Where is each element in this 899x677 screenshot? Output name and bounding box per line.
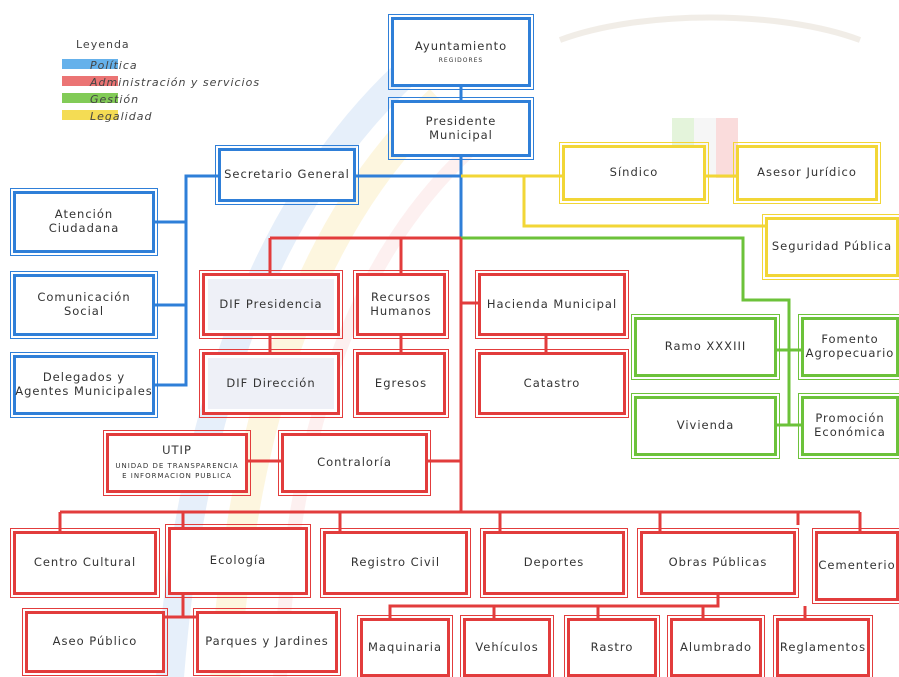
node-label: Fomento Agropecuario	[805, 332, 895, 360]
gestion-connectors	[461, 236, 801, 427]
node-obras-publicas: Obras Públicas	[637, 528, 799, 598]
node-catastro: Catastro	[475, 349, 629, 418]
node-label: Asesor Jurídico	[757, 165, 857, 180]
node-label: Ecología	[209, 553, 267, 568]
node-label: Catastro	[523, 375, 581, 390]
node-cementerio: Cementerio	[812, 528, 899, 604]
node-label: Delegados y Agentes Municipales	[15, 370, 153, 398]
node-maquinaria: Maquinaria	[357, 615, 453, 677]
legend-swatch	[62, 93, 118, 103]
legend-item-politica: Política	[62, 57, 246, 74]
legend-label: Gestión	[90, 93, 140, 106]
node-asesor-juridico: Asesor Jurídico	[733, 142, 881, 204]
legend-item-administracion: Administración y servicios	[62, 74, 259, 91]
node-label: DIF Dirección	[226, 375, 316, 390]
legend-swatch	[62, 76, 118, 86]
node-hacienda-municipal: Hacienda Municipal	[475, 270, 629, 339]
legend-label: Legalidad	[90, 110, 153, 123]
node-deportes: Deportes	[480, 528, 628, 598]
node-label: Recursos Humanos	[370, 289, 432, 318]
node-fomento-agropecuario: Fomento Agropecuario	[798, 314, 899, 380]
legalidad-connectors	[461, 174, 765, 228]
node-alumbrado: Alumbrado	[667, 615, 765, 677]
node-label: Vivienda	[676, 418, 735, 433]
node-label: Síndico	[609, 165, 659, 180]
node-label: UTIP	[162, 443, 192, 458]
node-aseo-publico: Aseo Público	[22, 608, 168, 676]
node-label: Aseo Público	[52, 634, 138, 649]
node-egresos: Egresos	[353, 349, 449, 418]
node-label: Comunicación Social	[37, 290, 131, 318]
node-label: Seguridad Pública	[771, 239, 893, 254]
legend-label: Política	[90, 59, 138, 72]
node-label: Cementerio	[818, 558, 896, 573]
node-presidente-municipal: Presidente Municipal	[388, 97, 534, 160]
node-seguridad-publica: Seguridad Pública	[762, 214, 899, 280]
node-label: Reglamentos	[779, 639, 867, 654]
node-secretario-general: Secretario General	[215, 145, 359, 205]
node-sublabel: UNIDAD DE TRANSPARENCIA E INFORMACION PU…	[115, 461, 239, 481]
node-label: Centro Cultural	[33, 555, 137, 570]
node-label: Secretario General	[224, 167, 350, 182]
node-label: Hacienda Municipal	[486, 296, 618, 311]
node-promocion-economica: Promoción Económica	[798, 393, 899, 459]
legend-label: Administración y servicios	[90, 76, 261, 89]
node-ecologia: Ecología	[165, 524, 311, 598]
node-label: Ramo XXXIII	[664, 339, 747, 354]
node-registro-civil: Registro Civil	[320, 528, 471, 598]
node-reglamentos: Reglamentos	[773, 615, 873, 677]
node-vivienda: Vivienda	[631, 393, 780, 459]
legend-swatch	[62, 110, 118, 120]
node-contraloria: Contraloría	[278, 430, 431, 496]
node-label: Ayuntamiento	[414, 39, 508, 53]
node-centro-cultural: Centro Cultural	[10, 528, 160, 598]
node-ayuntamiento: Ayuntamiento REGIDORES	[388, 14, 534, 90]
node-atencion-ciudadana: Atención Ciudadana	[10, 188, 158, 256]
node-dif-direccion: DIF Dirección	[199, 349, 343, 418]
node-label: Presidente Municipal	[425, 113, 497, 142]
node-sublabel: REGIDORES	[438, 56, 484, 64]
node-label: Registro Civil	[350, 555, 441, 570]
node-rastro: Rastro	[564, 615, 660, 677]
node-label: Alumbrado	[680, 639, 752, 654]
politica-connectors	[155, 87, 463, 387]
legend-item-legalidad: Legalidad	[62, 108, 246, 125]
node-vehiculos: Vehículos	[460, 615, 554, 677]
node-label: Obras Públicas	[668, 555, 768, 570]
node-label: Promoción Económica	[814, 411, 886, 439]
node-label: Maquinaria	[367, 639, 443, 654]
node-dif-presidencia: DIF Presidencia	[199, 270, 343, 339]
node-label: Parques y Jardines	[205, 634, 329, 649]
node-parques-jardines: Parques y Jardines	[193, 608, 341, 676]
node-delegados-agentes: Delegados y Agentes Municipales	[10, 352, 158, 418]
legend-swatch	[62, 59, 118, 69]
node-utip: UTIP UNIDAD DE TRANSPARENCIA E INFORMACI…	[103, 430, 251, 496]
legend-item-gestion: Gestión	[62, 91, 246, 108]
legend-title: Leyenda	[76, 38, 130, 51]
node-label: Atención Ciudadana	[48, 207, 120, 235]
node-label: Rastro	[590, 639, 634, 654]
node-recursos-humanos: Recursos Humanos	[353, 270, 449, 339]
node-label: Egresos	[374, 375, 428, 390]
node-ramo-xxxiii: Ramo XXXIII	[631, 314, 780, 380]
node-label: DIF Presidencia	[219, 296, 323, 311]
node-label: Vehículos	[475, 639, 539, 654]
node-label: Contraloría	[317, 455, 392, 470]
legend: Leyenda Política Administración y servic…	[62, 38, 259, 125]
node-comunicacion-social: Comunicación Social	[10, 271, 158, 339]
node-sindico: Síndico	[559, 142, 709, 204]
node-label: Deportes	[523, 555, 585, 570]
